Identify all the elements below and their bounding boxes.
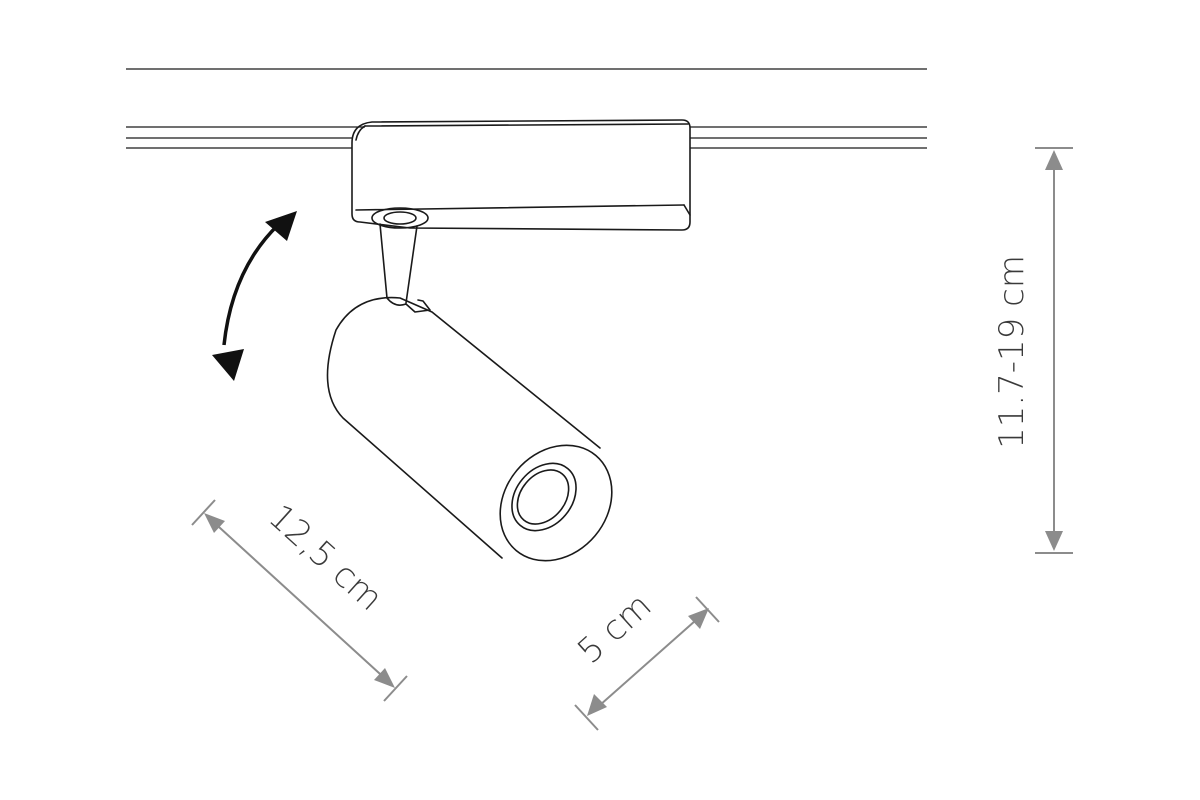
length-dimension	[191, 499, 408, 702]
lamp-body	[326, 296, 613, 562]
track-rail	[126, 126, 927, 149]
track-adapter	[351, 119, 691, 231]
height-dimension	[1035, 147, 1073, 554]
diameter-dimension	[574, 596, 720, 731]
lamp-stem	[379, 223, 418, 304]
height-label: 11.7-19 cm	[992, 255, 1032, 449]
stem-clip	[386, 297, 431, 313]
swivel-joint	[371, 207, 429, 229]
diameter-label: 5 cm	[570, 586, 659, 672]
rotation-arrow-icon	[212, 211, 297, 381]
length-label: 12,5 cm	[261, 497, 391, 619]
